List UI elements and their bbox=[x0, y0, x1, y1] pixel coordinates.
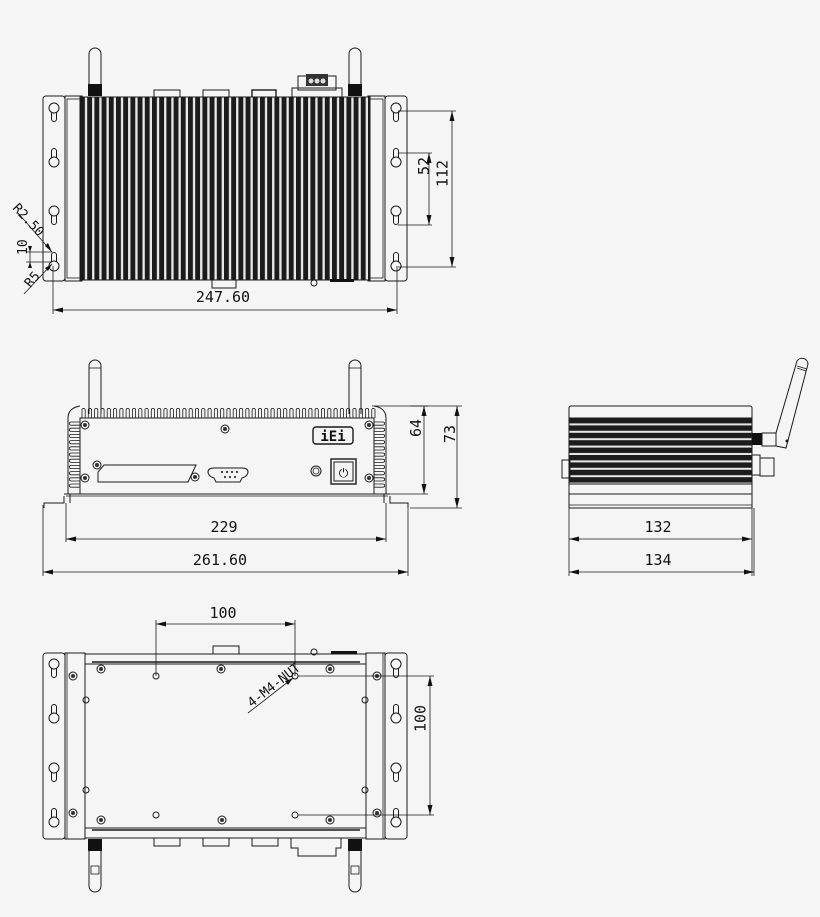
antenna-bottom-left bbox=[88, 839, 102, 893]
m4-nut bbox=[152, 811, 160, 819]
dim-body-height: 64 bbox=[407, 419, 425, 437]
dim-hole-pitch-112: 112 bbox=[433, 160, 451, 187]
terminal-block bbox=[291, 74, 343, 99]
mount-bracket-left bbox=[42, 95, 66, 282]
heatsink-fins-top bbox=[79, 96, 371, 281]
antenna-front-right bbox=[348, 359, 362, 414]
side-view: 132 134 bbox=[561, 357, 809, 576]
serial-port bbox=[207, 467, 249, 483]
dim-nut-spacing-v: 100 bbox=[411, 705, 429, 732]
antenna-left bbox=[88, 47, 102, 96]
bottom-view: 100 100 4-M4-NUT bbox=[42, 604, 434, 893]
parallel-port bbox=[97, 464, 197, 483]
m4-nut bbox=[291, 811, 299, 819]
top-view: 247.60 52 112 R2.50 10 R5 bbox=[9, 47, 456, 314]
antenna-side bbox=[752, 357, 809, 449]
mount-bracket-bottom-right bbox=[384, 652, 408, 840]
dim-nut-spacing-h: 100 bbox=[209, 604, 236, 622]
dim-body-width: 229 bbox=[210, 518, 237, 536]
callout-m4-nut: 4-M4-NUT bbox=[245, 660, 304, 710]
front-view: iEi ⏻ 229 261.60 bbox=[42, 359, 462, 576]
dim-top-width: 247.60 bbox=[196, 288, 250, 306]
dim-overall-height: 73 bbox=[441, 425, 459, 443]
dim-overall-width: 261.60 bbox=[193, 551, 247, 569]
brand-logo-plate: iEi bbox=[312, 426, 354, 445]
dim-slot-r5: R5 bbox=[22, 269, 44, 291]
brand-logo: iEi bbox=[320, 429, 345, 445]
dim-slot-r2-50: R2.50 bbox=[9, 201, 47, 240]
antenna-front-left bbox=[88, 359, 102, 414]
antenna-right bbox=[348, 47, 362, 96]
bottom-plate bbox=[84, 653, 367, 839]
dim-hole-pitch-52: 52 bbox=[415, 157, 433, 175]
power-button: ⏻ bbox=[330, 458, 357, 485]
heatsink-fins-side bbox=[568, 417, 753, 485]
dim-slot-length: 10 bbox=[16, 239, 31, 255]
mount-bracket-right bbox=[384, 95, 408, 282]
dim-overall-depth: 134 bbox=[644, 551, 671, 569]
dim-body-depth: 132 bbox=[644, 518, 671, 536]
mount-bracket-bottom-left bbox=[42, 652, 66, 840]
led-indicator bbox=[310, 465, 322, 477]
power-icon: ⏻ bbox=[339, 466, 349, 480]
antenna-bottom-right bbox=[348, 839, 362, 893]
heatsink-comb-fins bbox=[69, 408, 385, 488]
